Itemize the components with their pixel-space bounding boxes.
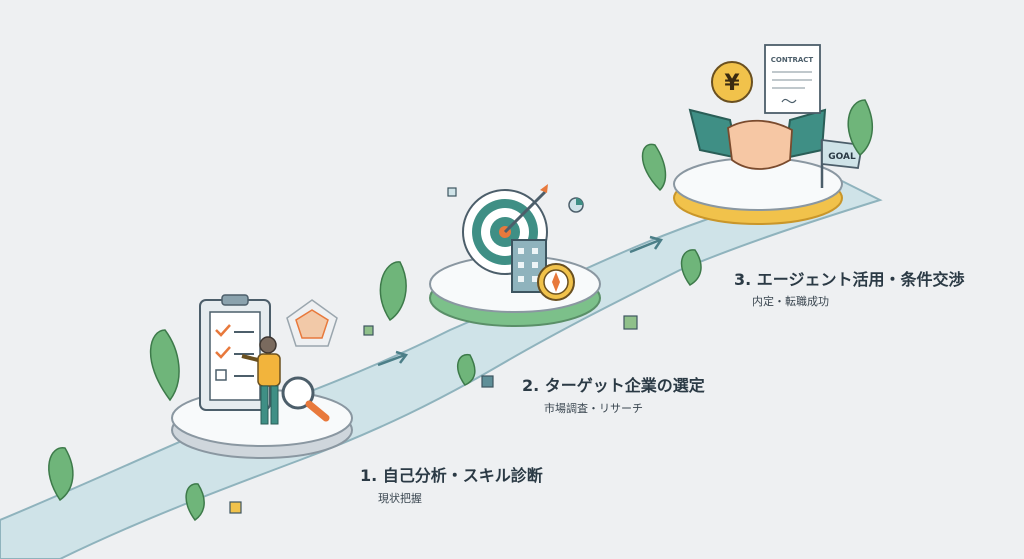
step-2-subtitle: 市場調査・リサーチ <box>544 402 643 415</box>
step-2-title: 2. ターゲット企業の選定 <box>522 372 705 396</box>
person-icon <box>241 336 281 425</box>
step-3-label: エージェント活用・条件交渉 <box>756 270 965 289</box>
step-2-number: 2. <box>522 376 540 395</box>
platform-step-3 <box>673 157 843 225</box>
checklist-clipboard-icon <box>199 294 271 411</box>
yen-coin-icon: ¥ <box>711 61 753 103</box>
step-3-title: 3. エージェント活用・条件交渉 <box>734 266 964 290</box>
pie-chart-icon <box>568 197 584 213</box>
career-path-road <box>0 178 883 559</box>
goal-flag-icon: GOAL <box>820 138 864 188</box>
step-1-title: 1. 自己分析・スキル診断 <box>360 462 543 486</box>
contract-label: CONTRACT <box>771 56 814 64</box>
decorative-cube-icon <box>229 187 638 514</box>
step-1-label: 自己分析・スキル診断 <box>382 466 543 485</box>
compass-icon <box>537 263 575 301</box>
path-arrow-icon <box>629 235 664 254</box>
handshake-icon <box>688 108 827 170</box>
path-arrow-icon <box>377 350 409 367</box>
goal-flag-label: GOAL <box>828 152 856 162</box>
plant-icon <box>48 99 873 522</box>
magnifier-icon <box>281 376 330 422</box>
step-1-number: 1. <box>360 466 378 485</box>
step-3-number: 3. <box>734 270 752 289</box>
building-icon <box>511 239 547 293</box>
step-2-label: ターゲット企業の選定 <box>544 376 705 395</box>
yen-symbol: ¥ <box>724 71 740 96</box>
radar-chart-icon <box>286 299 338 347</box>
step-1-subtitle: 現状把握 <box>378 492 422 505</box>
step-3-subtitle: 内定・転職成功 <box>752 295 829 308</box>
contract-document-icon: CONTRACT <box>764 44 821 114</box>
